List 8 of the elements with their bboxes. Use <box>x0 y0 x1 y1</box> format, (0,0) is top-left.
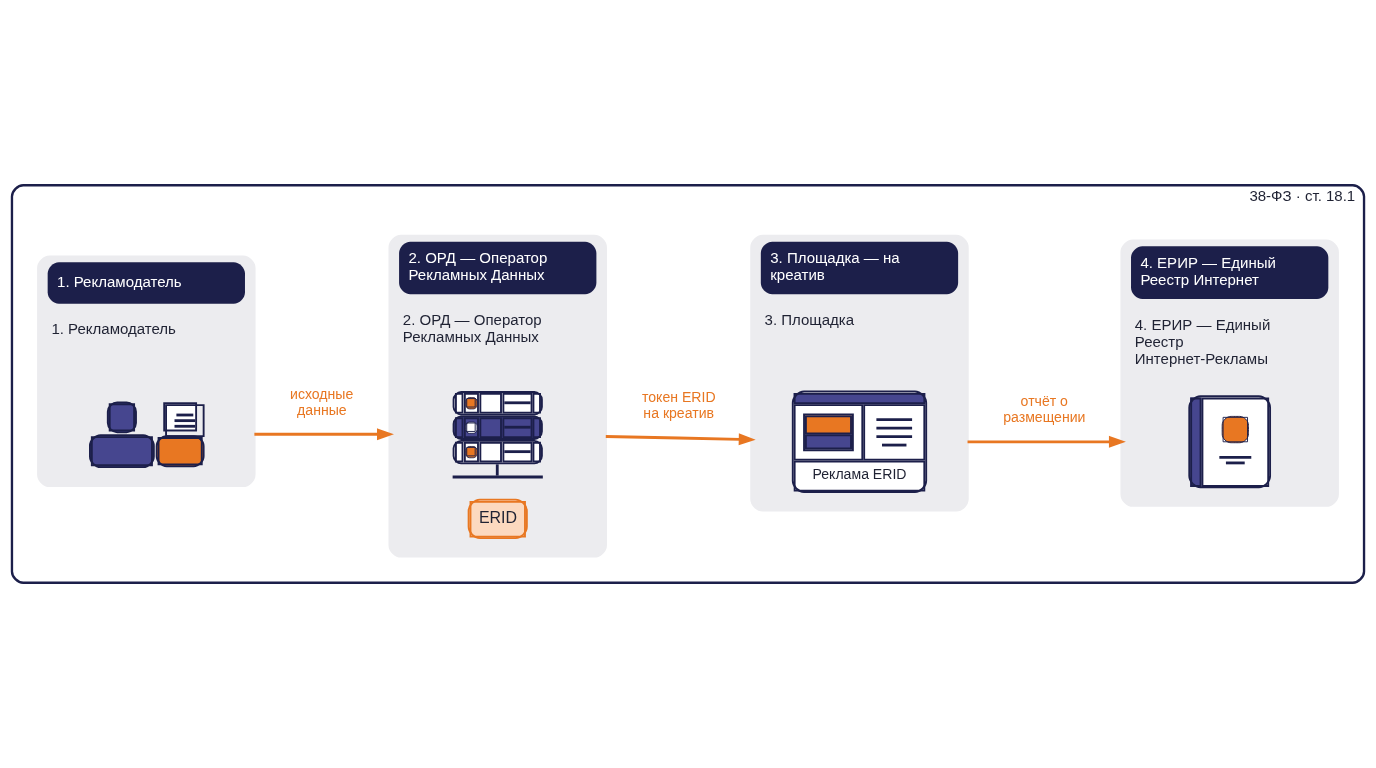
cluster: 4. ЕРИР — Единый Реестр Интернет 4. ЕРИР — Единый Реестр Интернет-Рекламы <box>1120 239 1339 507</box>
arrow <box>967 435 1126 448</box>
arrow <box>254 428 394 441</box>
edge-label: токен ERID на креатив <box>641 389 716 422</box>
cluster: 1. Рекламодатель 1. Рекламодатель <box>37 255 256 488</box>
edge-label: отчёт о размещении <box>1003 393 1086 426</box>
edge-label: исходные данные <box>290 385 354 418</box>
arrow <box>605 433 756 446</box>
